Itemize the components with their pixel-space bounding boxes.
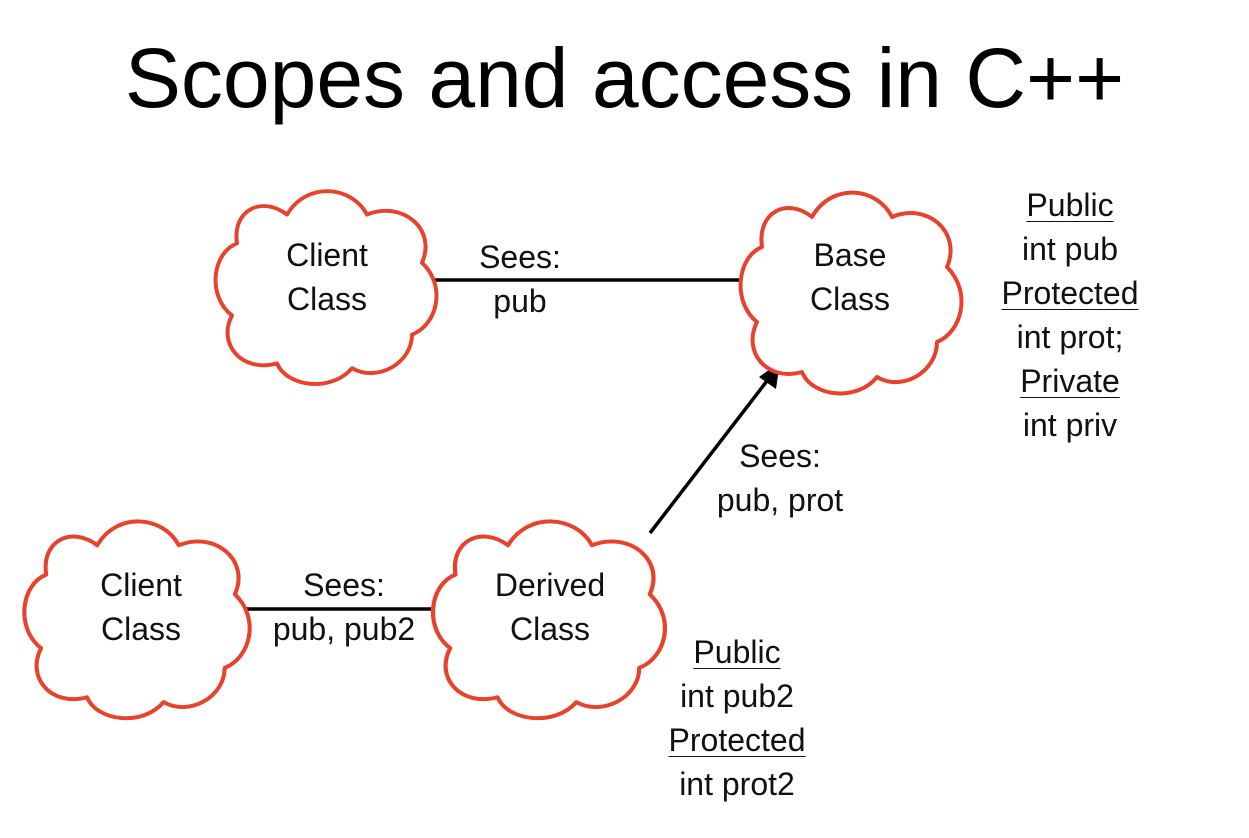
node-base-label: Base Class [770,233,930,321]
node-derived-line1: Derived [494,567,606,603]
slide-title: Scopes and access in C++ [124,31,1125,125]
derived-protected-header: Protected [668,722,806,758]
edge-client-top-to-base-line2: pub [493,283,547,319]
edge-client-bottom-to-derived-line1: Sees: [303,567,385,603]
edge-derived-to-base-line2: pub, prot [716,482,844,518]
derived-public-header: Public [693,634,781,670]
base-private-item: int priv [1022,407,1118,443]
node-client-top-line1: Client [286,237,368,273]
edge-client-top-to-base-label: Sees: pub [430,235,610,323]
base-members-list: Public int pub Protected int prot; Priva… [980,183,1160,447]
base-public-header: Public [1026,187,1114,223]
derived-protected-item: int prot2 [679,766,795,802]
base-private-header: Private [1020,363,1120,399]
node-base-line2: Class [809,281,890,317]
node-client-top-line2: Class [286,281,367,317]
base-protected-item: int prot; [1016,319,1124,355]
node-client-bottom-line1: Client [100,567,182,603]
edge-client-bottom-to-derived-label: Sees: pub, pub2 [249,563,439,651]
base-public-item: int pub [1021,231,1119,267]
edge-client-bottom-to-derived-line2: pub, pub2 [272,611,416,647]
node-derived-line2: Class [509,611,590,647]
node-client-bottom-label: Client Class [61,563,221,651]
edge-client-top-to-base-line1: Sees: [479,239,561,275]
node-derived-label: Derived Class [460,563,640,651]
edge-derived-to-base [648,375,772,535]
node-client-top-label: Client Class [247,233,407,321]
node-base-line1: Base [813,237,887,273]
base-protected-header: Protected [1001,275,1139,311]
edge-derived-to-base-label: Sees: pub, prot [690,434,870,522]
node-client-bottom-line2: Class [100,611,181,647]
derived-members-list: Public int pub2 Protected int prot2 [647,630,827,806]
derived-public-item: int pub2 [680,678,794,714]
edge-derived-to-base-line1: Sees: [739,438,821,474]
